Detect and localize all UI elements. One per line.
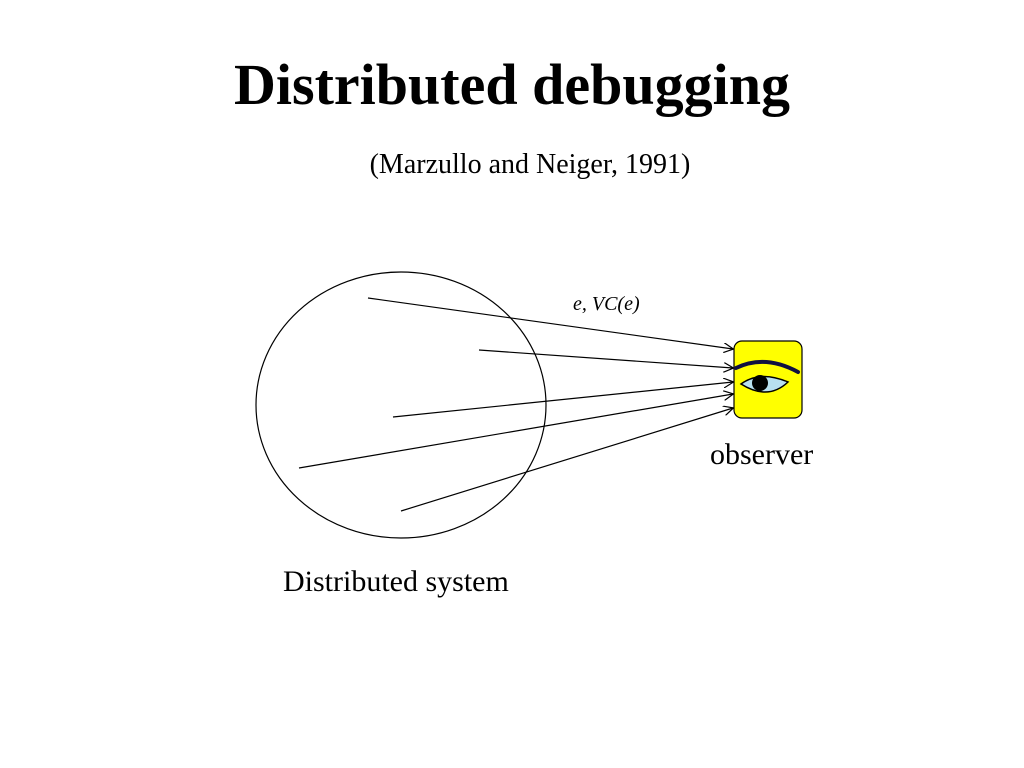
event-arrow <box>392 382 733 418</box>
distributed-system-label: Distributed system <box>283 565 509 598</box>
event-arrow <box>400 408 733 512</box>
observer-label: observer <box>710 438 814 471</box>
distributed-system-circle <box>255 271 547 539</box>
event-arrow <box>478 349 733 368</box>
eye-icon <box>733 340 803 419</box>
event-arrow <box>367 297 733 349</box>
slide-subtitle: (Marzullo and Neiger, 1991) <box>369 149 691 180</box>
event-arrow <box>298 394 733 469</box>
slide-title: Distributed debugging <box>234 52 790 117</box>
event-vector-clock-label: e, VC(e) <box>573 293 640 315</box>
